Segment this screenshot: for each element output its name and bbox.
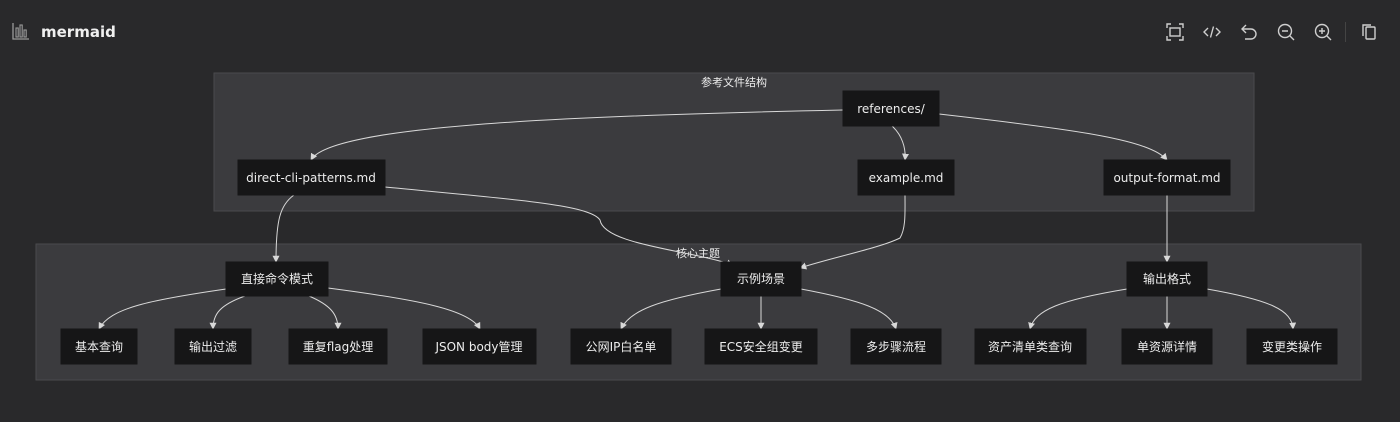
svg-text:references/: references/ [857,102,926,116]
code-icon[interactable] [1202,22,1222,42]
svg-text:资产清单类查询: 资产清单类查询 [988,340,1072,354]
toolbar-divider [1345,22,1346,42]
svg-text:示例场景: 示例场景 [737,272,785,286]
copy-icon[interactable] [1359,22,1379,42]
edge-references-to-example [891,125,910,161]
zoom-in-icon[interactable] [1313,22,1333,42]
edge-references-to-output-format [938,113,1168,161]
edge-scenarios-to-multi-step [800,288,898,330]
edge-commands-to-json-body [327,287,481,330]
node-single-resource-detail[interactable]: 单资源详情 [1121,328,1213,365]
node-repeat-flag[interactable]: 重复flag处理 [288,328,388,365]
node-ip-whitelist[interactable]: 公网IP白名单 [570,328,672,365]
node-example-scenarios[interactable]: 示例场景 [720,261,802,297]
node-output-filter[interactable]: 输出过滤 [174,328,252,365]
app-title: mermaid [41,23,116,41]
svg-text:output-format.md: output-format.md [1113,171,1220,185]
fit-view-icon[interactable] [1165,22,1185,42]
svg-text:example.md: example.md [869,171,944,185]
svg-text:重复flag处理: 重复flag处理 [303,340,374,354]
svg-text:变更类操作: 变更类操作 [1262,339,1322,354]
node-basic-query[interactable]: 基本查询 [60,328,138,365]
cluster-reference-files [213,72,1255,212]
edge-references-to-direct-cli [310,109,844,161]
node-json-body[interactable]: JSON body管理 [422,328,537,365]
edge-output-to-asset-list [1028,288,1128,330]
svg-text:direct-cli-patterns.md: direct-cli-patterns.md [246,171,376,185]
bar-chart-icon [12,22,30,40]
svg-text:多步骤流程: 多步骤流程 [866,339,926,354]
node-output-format[interactable]: output-format.md [1103,159,1231,196]
svg-text:单资源详情: 单资源详情 [1137,339,1197,354]
node-example[interactable]: example.md [857,159,955,196]
edge-commands-to-basic-query [98,288,227,330]
node-output-formats[interactable]: 输出格式 [1126,261,1208,297]
node-references[interactable]: references/ [842,90,940,127]
svg-text:公网IP白名单: 公网IP白名单 [586,339,657,354]
edge-output-to-change-ops [1206,288,1297,330]
edge-scenarios-to-ip-whitelist [620,288,722,330]
svg-text:JSON body管理: JSON body管理 [434,339,522,354]
svg-text:输出格式: 输出格式 [1143,271,1191,286]
svg-text:输出过滤: 输出过滤 [189,339,237,354]
node-change-operations[interactable]: 变更类操作 [1246,328,1338,365]
node-direct-cli-patterns[interactable]: direct-cli-patterns.md [237,159,386,196]
node-asset-list-query[interactable]: 资产清单类查询 [974,328,1087,365]
edge-example-to-scenarios [799,194,906,270]
edge-direct-cli-to-scenarios [384,186,734,267]
svg-text:基本查询: 基本查询 [75,340,123,354]
node-direct-commands[interactable]: 直接命令模式 [225,261,329,297]
top-bar: mermaid [0,0,1400,64]
edge-commands-to-repeat-flag [308,295,342,330]
zoom-out-icon[interactable] [1276,22,1296,42]
edge-direct-cli-to-commands [272,194,295,263]
node-ecs-security-group[interactable]: ECS安全组变更 [704,328,818,365]
svg-text:ECS安全组变更: ECS安全组变更 [719,339,803,354]
cluster-reference-files-label: 参考文件结构 [701,75,767,89]
cluster-core-topics-label: 核心主题 [676,246,720,260]
node-multi-step[interactable]: 多步骤流程 [850,328,942,365]
edge-commands-to-output-filter [209,295,246,330]
undo-icon[interactable] [1239,22,1259,42]
svg-text:直接命令模式: 直接命令模式 [241,271,313,286]
